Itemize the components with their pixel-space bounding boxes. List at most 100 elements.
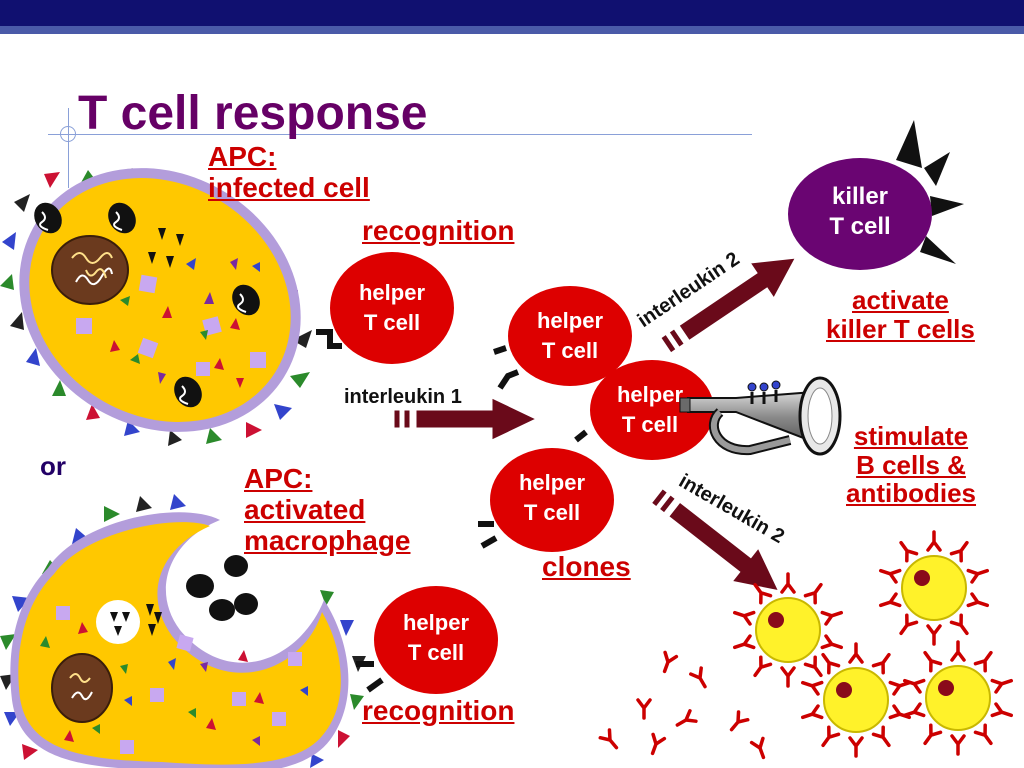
- antibody-icon: [598, 728, 619, 750]
- top-banner-stripe: [0, 26, 1024, 34]
- antibody-icon: [753, 582, 773, 605]
- antibody-icon: [800, 704, 824, 720]
- antibody-icon: [662, 650, 679, 674]
- helper-line1: helper: [536, 308, 604, 333]
- antibodies: [598, 530, 1014, 760]
- antibody-icon: [899, 540, 919, 563]
- helper-cell-clone-1: [493, 286, 632, 390]
- page-title: T cell response: [78, 87, 428, 140]
- killer-t-cell: [788, 120, 964, 270]
- helper-line2: T cell: [363, 310, 421, 335]
- top-banner: [0, 0, 1024, 36]
- helper-cell-center: [574, 360, 714, 460]
- stimulate-label-line1: stimulate: [853, 421, 969, 451]
- helper-line1: helper: [402, 610, 470, 635]
- helper-line2: T cell: [407, 640, 465, 665]
- helper-line1: helper: [518, 470, 586, 495]
- antibody-icon: [902, 678, 926, 694]
- antibody-icon: [871, 652, 891, 675]
- antibody-icon: [973, 650, 993, 673]
- killer-line2: T cell: [829, 213, 891, 240]
- helper-cell-recognition-top-label: helper T cell: [342, 278, 442, 338]
- title-guide-circle: [60, 126, 76, 142]
- helper-cell-center-label: helper T cell: [600, 380, 700, 440]
- title-guide-line: [48, 134, 752, 135]
- antibody-icon: [732, 610, 756, 626]
- title-guide-vertical: [68, 108, 69, 188]
- antibody-icon: [803, 582, 823, 605]
- antibody-icon: [990, 702, 1014, 718]
- b-cell-2: [755, 597, 821, 663]
- helper-cell-clone-2-label: helper T cell: [502, 468, 602, 528]
- apc-macrophage-label-line3: macrophage: [244, 524, 411, 556]
- antibody-icon: [729, 710, 750, 732]
- helper-cell-recognition-top: [316, 252, 454, 364]
- antibody-icon: [675, 709, 698, 727]
- antibody-icon: [878, 568, 902, 584]
- antibody-icon: [821, 652, 841, 675]
- helper-cell-clone-2: [478, 448, 614, 552]
- antibody-icon: [753, 655, 773, 678]
- antibody-icon: [800, 680, 824, 696]
- antibody-icon: [820, 610, 844, 626]
- stimulate-label-line3: antibodies: [846, 478, 977, 509]
- antibody-icon: [949, 613, 969, 636]
- macrophage-receptors: [0, 494, 366, 768]
- b-cell-1: [901, 555, 967, 621]
- helper-line2: T cell: [523, 500, 581, 525]
- antibody-icon: [650, 732, 667, 756]
- activate-killer-label: activate killer T cells: [826, 286, 975, 343]
- arrow-interleukin-2-bottom: [650, 488, 780, 592]
- helper-cell-recognition-bottom: [356, 586, 498, 694]
- killer-cell-label: killer T cell: [810, 182, 910, 242]
- apc-macrophage-label: APC: activated macrophage: [244, 463, 411, 556]
- infected-cell-apc: [0, 168, 312, 446]
- stimulate-label-line2: B cells &: [856, 449, 966, 480]
- antibody-icon: [973, 723, 993, 746]
- helper-cell-recognition-bottom-label: helper T cell: [386, 608, 486, 668]
- antibody-icon: [749, 736, 766, 760]
- antibody-icon: [950, 640, 966, 662]
- antibody-icon: [949, 540, 969, 563]
- activate-killer-label-line1: activate: [852, 285, 949, 315]
- arrow-interleukin-2-top: [660, 257, 797, 354]
- helper-cell-clone-1-label: helper T cell: [520, 306, 620, 366]
- apc-infected-label: APC: infected cell: [208, 141, 370, 204]
- antibody-icon: [636, 698, 652, 720]
- recognition-top-label: recognition: [362, 215, 515, 246]
- antibody-icon: [780, 572, 796, 594]
- antibody-icon: [888, 680, 912, 696]
- antibody-icon: [848, 736, 864, 758]
- clones-label: clones: [542, 551, 631, 582]
- antibody-icon: [848, 642, 864, 664]
- helper-line2: T cell: [621, 412, 679, 437]
- antibody-icon: [732, 634, 756, 650]
- antibody-icon: [689, 666, 707, 689]
- antibody-icon: [902, 702, 926, 718]
- stimulate-b-cells-label: stimulate B cells & antibodies: [846, 422, 976, 508]
- antibody-icon: [820, 634, 844, 650]
- macrophage-apc: [0, 494, 366, 768]
- recognition-bottom-label: recognition: [362, 695, 515, 726]
- antibody-icon: [871, 725, 891, 748]
- antibody-icon: [990, 678, 1014, 694]
- antibody-icon: [966, 568, 990, 584]
- antibody-icon: [780, 666, 796, 688]
- b-cell-4: [925, 665, 991, 731]
- arrow-interleukin-1: [393, 397, 538, 441]
- antibody-icon: [878, 592, 902, 608]
- antibody-icon: [821, 725, 841, 748]
- antibody-icon: [803, 655, 823, 678]
- or-label: or: [40, 451, 66, 481]
- b-cells: [755, 555, 991, 733]
- killer-line1: killer: [831, 183, 889, 210]
- antibody-icon: [966, 592, 990, 608]
- helper-line2: T cell: [541, 338, 599, 363]
- helper-line1: helper: [616, 382, 684, 407]
- antibody-icon: [923, 650, 943, 673]
- antibody-icon: [950, 734, 966, 756]
- apc-infected-label-line1: APC:: [208, 141, 277, 172]
- activate-killer-label-line2: killer T cells: [826, 313, 975, 344]
- antibody-icon: [899, 613, 919, 636]
